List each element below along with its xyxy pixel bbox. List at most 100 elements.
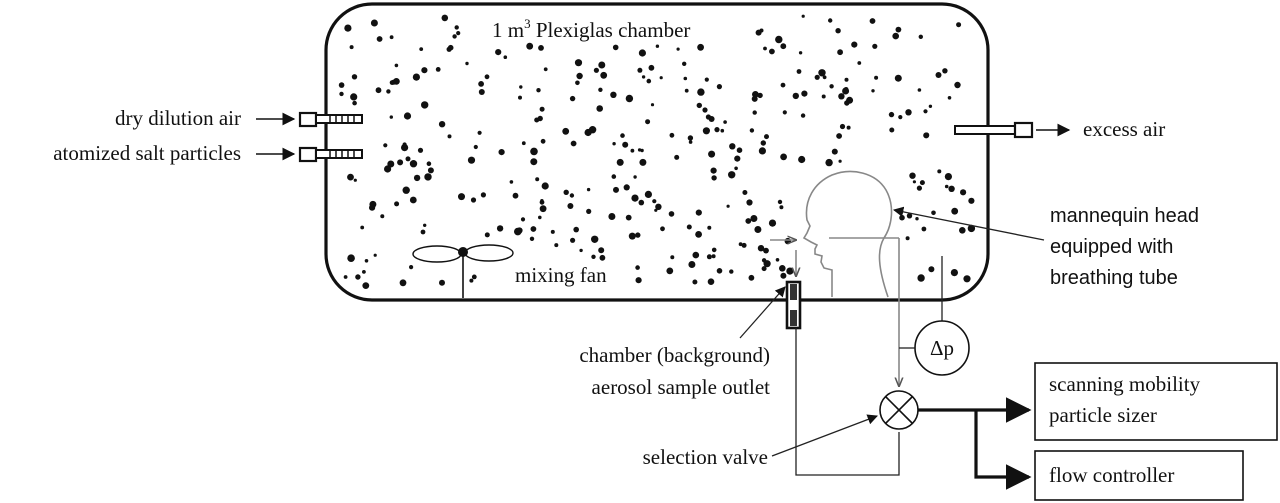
- aerosol-particle: [928, 104, 933, 109]
- aerosol-particle: [760, 140, 766, 146]
- aerosol-particle: [452, 34, 457, 39]
- aerosol-particle: [526, 42, 534, 50]
- aerosol-particle: [682, 61, 687, 66]
- aerosol-particle: [496, 225, 504, 232]
- aerosol-particle: [846, 125, 851, 130]
- aerosol-particle: [777, 199, 783, 205]
- excess-air-label: excess air: [1083, 117, 1165, 141]
- aerosol-particle: [380, 214, 385, 219]
- aerosol-particle: [842, 87, 850, 95]
- aerosol-particle: [421, 67, 428, 74]
- aerosol-particle: [376, 36, 383, 42]
- aerosol-particle: [480, 192, 486, 198]
- aerosol-particle: [684, 88, 689, 93]
- aerosol-particle: [780, 153, 787, 161]
- aerosol-particle: [775, 258, 780, 262]
- aerosol-particle: [729, 269, 734, 274]
- aerosol-particle: [339, 91, 344, 97]
- aerosol-particle: [353, 178, 357, 182]
- aerosol-particle: [726, 204, 730, 208]
- aerosol-particle: [829, 84, 834, 89]
- aerosol-particle: [409, 196, 417, 204]
- selection-valve-pointer: [771, 414, 878, 457]
- aerosol-particle: [905, 109, 912, 116]
- aerosol-particle: [710, 167, 717, 174]
- aerosol-particle: [894, 74, 902, 82]
- aerosol-particle: [792, 92, 799, 100]
- salt-inlet-port: [298, 146, 363, 163]
- aerosol-particle: [613, 186, 619, 193]
- aerosol-particle: [688, 261, 696, 268]
- aerosol-particle: [871, 89, 875, 93]
- aerosol-particle: [645, 119, 651, 125]
- aerosol-particle: [780, 272, 787, 279]
- aerosol-particle: [598, 87, 603, 93]
- aerosol-particle: [916, 185, 923, 191]
- aerosol-particle: [874, 75, 879, 80]
- aerosol-particle: [822, 75, 827, 80]
- aerosol-particle: [800, 113, 806, 118]
- aerosol-particle: [352, 100, 357, 106]
- aerosol-particle: [741, 242, 747, 248]
- aerosol-particle: [454, 25, 459, 30]
- aerosol-particle: [369, 200, 377, 208]
- aerosol-particle: [702, 127, 711, 135]
- aerosol-particle: [801, 14, 805, 18]
- aerosol-particle: [711, 254, 716, 259]
- aerosol-particle: [574, 59, 583, 67]
- aerosol-particle: [918, 34, 923, 39]
- mixing-fan-label: mixing fan: [515, 263, 607, 287]
- aerosol-particle: [576, 72, 583, 80]
- aerosol-particle: [686, 224, 692, 230]
- aerosol-particle: [968, 197, 975, 204]
- aerosol-particle: [424, 173, 432, 181]
- chamber-title: 1 m3 Plexiglas chamber: [492, 16, 690, 42]
- aerosol-particle: [623, 184, 630, 191]
- mannequin-head: [802, 170, 893, 298]
- aerosol-particle: [394, 63, 399, 68]
- aerosol-particle: [347, 173, 354, 181]
- aerosol-particle: [670, 255, 675, 260]
- aerosol-particle: [818, 69, 826, 77]
- mannequin-label-line1: mannequin head: [1050, 205, 1199, 227]
- aerosol-particle: [889, 127, 895, 133]
- aerosol-particle: [937, 169, 942, 174]
- aerosol-particle: [825, 158, 833, 167]
- aerosol-particle: [696, 102, 702, 109]
- aerosol-particle: [944, 173, 953, 181]
- aerosol-particle: [625, 214, 632, 221]
- aerosol-particle: [394, 201, 400, 207]
- aerosol-particle: [591, 254, 596, 259]
- aerosol-particle: [779, 265, 786, 272]
- aerosol-particle: [456, 30, 461, 36]
- aerosol-particle: [458, 193, 465, 201]
- aerosol-particle: [591, 235, 599, 243]
- smps-label-line2: particle sizer: [1049, 403, 1157, 427]
- aerosol-particle: [644, 190, 653, 198]
- aerosol-particle: [648, 64, 655, 71]
- aerosol-particle: [384, 165, 392, 173]
- aerosol-particle: [695, 231, 702, 238]
- aerosol-particle: [628, 232, 636, 240]
- aerosol-particle: [666, 267, 674, 275]
- aerosol-particle: [509, 180, 514, 184]
- aerosol-particle: [403, 112, 412, 120]
- aerosol-particle: [567, 203, 574, 209]
- aerosol-particle: [370, 19, 378, 27]
- aerosol-particle: [761, 258, 767, 263]
- aerosol-particle: [646, 78, 652, 84]
- aerosol-particle: [503, 55, 508, 59]
- aerosol-particle: [959, 227, 966, 234]
- aerosol-particle: [540, 138, 546, 144]
- aerosol-particle: [761, 266, 767, 272]
- aerosol-particle: [596, 105, 603, 112]
- aerosol-particle: [835, 28, 841, 34]
- aerosol-particle: [637, 148, 642, 152]
- aerosol-particle: [633, 175, 637, 179]
- aerosol-particle: [899, 214, 905, 221]
- aerosol-particle: [928, 266, 935, 273]
- particle-cloud: [338, 14, 976, 289]
- aerosol-particle: [417, 147, 424, 153]
- aerosol-particle: [821, 94, 826, 99]
- aerosol-particle: [895, 26, 902, 33]
